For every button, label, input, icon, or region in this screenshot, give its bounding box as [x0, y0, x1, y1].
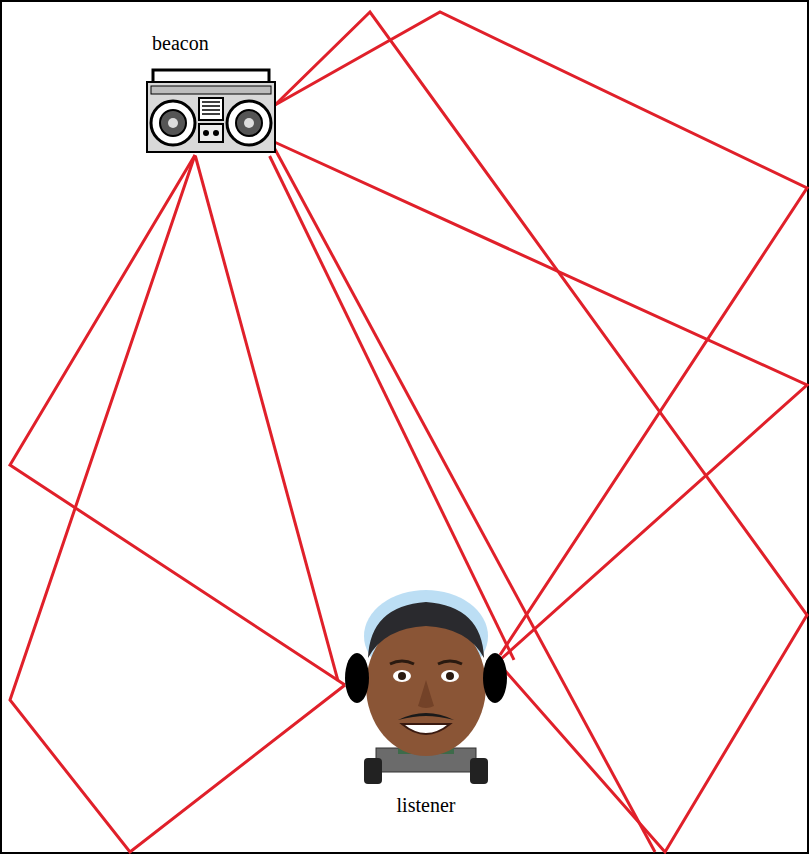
- beacon-boombox: beacon: [140, 28, 275, 156]
- node-label: beacon: [152, 32, 209, 54]
- listener-robot: listener: [338, 588, 514, 820]
- illustration: [338, 588, 514, 792]
- illustration: [145, 68, 277, 162]
- node-label: listener: [397, 794, 456, 816]
- direct-path: [270, 156, 514, 660]
- direct-path: [195, 156, 338, 681]
